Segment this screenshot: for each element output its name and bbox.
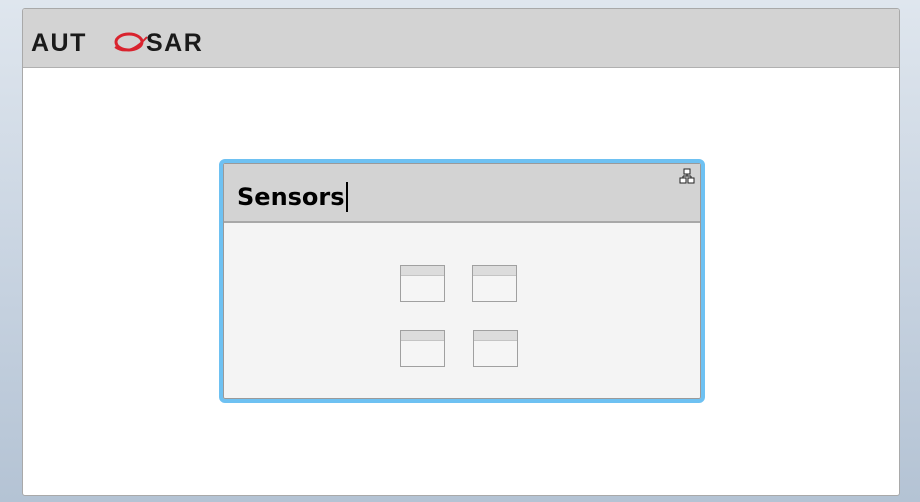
text-cursor [345,182,348,212]
svg-text:AUT: AUT [31,29,87,55]
composition-icon [679,168,695,184]
editor-window: AUT SAR Sensors [22,8,900,496]
inner-part-bottom-right[interactable] [473,330,518,367]
component-title[interactable]: Sensors [237,182,348,212]
inner-part-top-right[interactable] [472,265,517,302]
sensors-component[interactable]: Sensors [219,159,705,403]
autosar-logo: AUT SAR [31,27,231,55]
svg-text:SAR: SAR [146,29,203,55]
app-header: AUT SAR [23,9,899,68]
component-title-text[interactable]: Sensors [237,183,345,211]
inner-part-bottom-left[interactable] [400,330,445,367]
inner-part-top-left[interactable] [400,265,445,302]
component-header[interactable]: Sensors [224,164,700,223]
